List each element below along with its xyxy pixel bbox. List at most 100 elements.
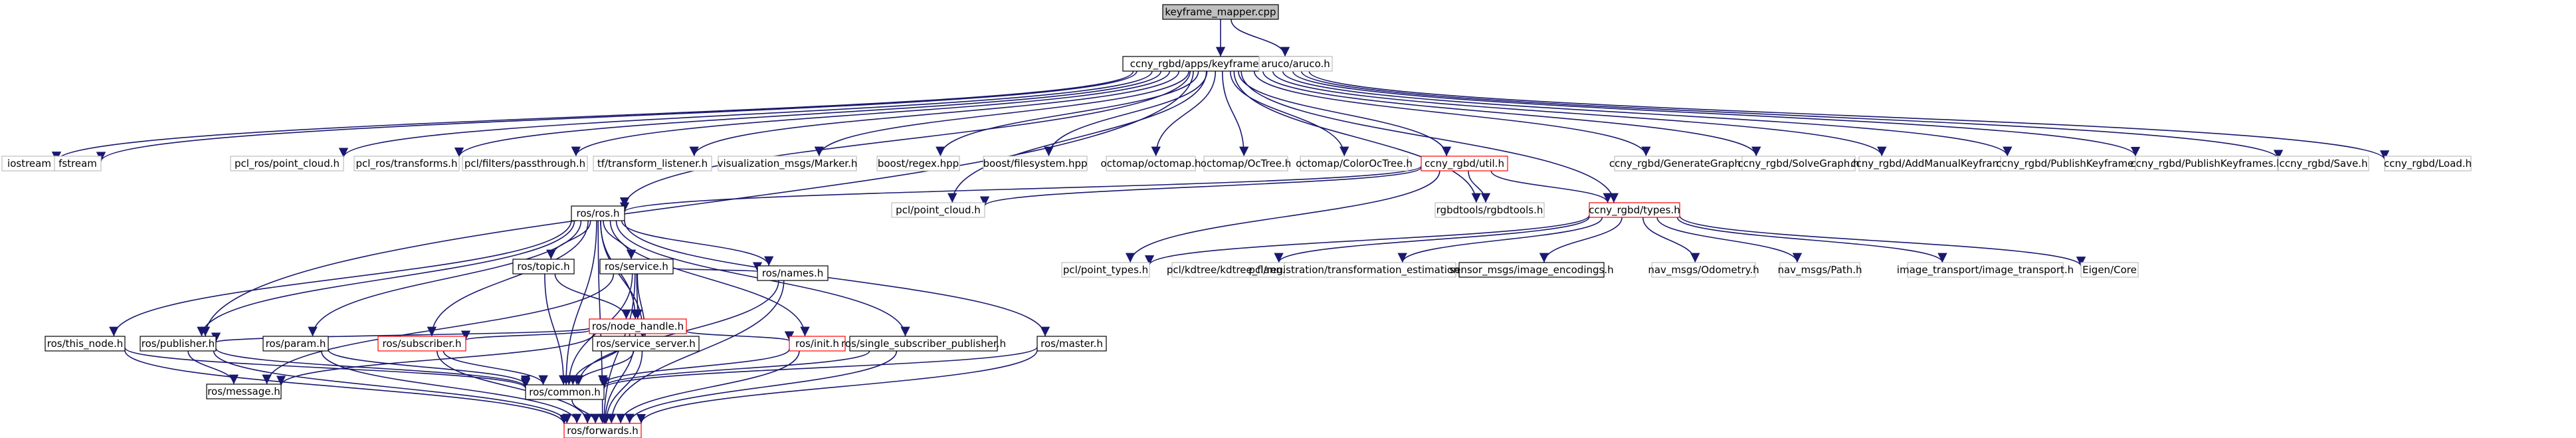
edge-ros_nh-to-ros_init: [686, 330, 794, 342]
node-ros_subscriber[interactable]: ros/subscriber.h: [377, 336, 466, 352]
node-octree[interactable]: octomap/OcTree.h: [1201, 156, 1291, 171]
node-img_enc[interactable]: sensor_msgs/image_encodings.h: [1449, 262, 1614, 278]
node-pubkfs[interactable]: ccny_rgbd/PublishKeyframes.h: [2130, 156, 2283, 171]
edge-ros_nh-to-ros_subscriber: [461, 330, 590, 341]
edge-ros_ros-to-ros_topic: [546, 220, 591, 260]
node-ros_ssp[interactable]: ros/single_subscriber_publisher.h: [841, 336, 1006, 352]
node-box-ros_forwards: [563, 423, 642, 438]
node-load[interactable]: ccny_rgbd/Load.h: [2384, 156, 2472, 171]
node-octomap[interactable]: octomap/octomap.h: [1101, 156, 1201, 171]
node-ros_ros[interactable]: ros/ros.h: [571, 205, 625, 221]
edge-kfm_h-to-pubkfs: [1292, 70, 2140, 157]
node-aruco[interactable]: aruco/aruco.h: [1258, 56, 1333, 72]
edge-types-to-img_enc: [1539, 217, 1623, 263]
node-label-octomap: octomap/octomap.h: [1101, 158, 1201, 169]
node-solvegraph[interactable]: ccny_rgbd/SolveGraph.h: [1737, 156, 1860, 171]
edge-ros_publisher-to-ros_common: [215, 348, 530, 387]
edge-kfm_h-to-pcl_ros_tf: [454, 70, 1161, 158]
node-label-ros_topic: ros/topic.h: [517, 261, 569, 273]
node-label-eigen: Eigen/Core: [2082, 264, 2137, 276]
node-boost_fs[interactable]: boost/filesystem.hpp: [983, 156, 1088, 171]
node-box-coloroctree: [1300, 156, 1409, 171]
node-coloroctree[interactable]: octomap/ColorOcTree.h: [1296, 156, 1413, 171]
node-ros_srv_server[interactable]: ros/service_server.h: [592, 336, 700, 352]
node-odom[interactable]: nav_msgs/Odometry.h: [1648, 262, 1759, 278]
node-label-ros_names: ros/names.h: [762, 267, 824, 279]
node-img_transport[interactable]: image_transport/image_transport.h: [1897, 262, 2074, 278]
node-box-ros_srv_server: [592, 336, 700, 352]
node-addmanual[interactable]: ccny_rgbd/AddManualKeyframe.h: [1850, 156, 2018, 171]
node-label-boost_fs: boost/filesystem.hpp: [983, 158, 1087, 169]
node-tf_listener[interactable]: tf/transform_listener.h: [593, 156, 712, 171]
edge-types-to-path: [1656, 217, 1803, 263]
node-pcl_ros_pc[interactable]: pcl_ros/point_cloud.h: [230, 156, 344, 171]
node-box-ros_service: [599, 259, 674, 274]
node-label-rostools: rgbdtools/rgbdtools.h: [1437, 204, 1543, 216]
node-label-coloroctree: octomap/ColorOcTree.h: [1296, 158, 1413, 169]
node-eigen[interactable]: Eigen/Core: [2080, 262, 2139, 278]
node-fstream[interactable]: fstream: [54, 156, 102, 171]
node-util[interactable]: ccny_rgbd/util.h: [1421, 156, 1508, 171]
node-label-ros_ros: ros/ros.h: [577, 207, 620, 219]
node-rostools[interactable]: rgbdtools/rgbdtools.h: [1435, 202, 1545, 218]
node-ros_topic[interactable]: ros/topic.h: [512, 259, 575, 274]
node-box-ros_master: [1037, 336, 1107, 352]
node-ros_param[interactable]: ros/param.h: [262, 336, 329, 352]
edge-kfm_h-to-ros_ros: [619, 70, 1191, 207]
edge-ros_master-to-ros_forwards: [636, 350, 1038, 424]
node-pcl_reg[interactable]: pcl/registration/transformation_estimati…: [1248, 262, 1492, 278]
node-label-ros_message: ros/message.h: [207, 385, 280, 397]
node-root[interactable]: keyframe_mapper.cpp: [1162, 4, 1279, 20]
node-ros_this_node[interactable]: ros/this_node.h: [45, 336, 126, 352]
node-ros_nh[interactable]: ros/node_handle.h: [589, 318, 687, 334]
edge-ros_ssp-to-ros_forwards: [625, 350, 898, 424]
node-label-odom: nav_msgs/Odometry.h: [1648, 264, 1759, 276]
node-ros_service[interactable]: ros/service.h: [599, 259, 674, 274]
node-ros_forwards[interactable]: ros/forwards.h: [563, 423, 642, 438]
node-pcl_kdtree[interactable]: pcl/kdtree/kdtree_flann.h: [1167, 262, 1292, 278]
node-ros_common[interactable]: ros/common.h: [525, 384, 605, 400]
node-ros_message[interactable]: ros/message.h: [206, 383, 282, 399]
node-pcl_pass[interactable]: pcl/filters/passthrough.h: [462, 156, 588, 171]
node-label-gengraph: ccny_rgbd/GenerateGraph.h: [1609, 158, 1750, 170]
edge-kfm_h-to-types: [1240, 70, 1619, 203]
edge-kfm_h-to-tf_listener: [689, 70, 1180, 157]
edge-kfm_h-to-iostream: [52, 70, 1134, 162]
node-label-ros_this_node: ros/this_node.h: [47, 338, 123, 350]
edge-types-to-pcl_reg: [1397, 217, 1603, 263]
node-label-pcl_point_types: pcl/point_types.h: [1063, 264, 1148, 276]
edge-ros_topic-to-ros_common: [544, 273, 569, 385]
node-pcl_ros_tf[interactable]: pcl_ros/transforms.h: [353, 156, 460, 171]
edge-kfm_h-to-gengraph: [1253, 70, 1651, 157]
node-pubkf[interactable]: ccny_rgbd/PublishKeyframe.h: [1996, 156, 2143, 171]
node-path[interactable]: nav_msgs/Path.h: [1777, 262, 1862, 278]
edge-types-to-img_transport: [1676, 217, 1947, 263]
edge-kfm_h-to-pcl_pc: [947, 70, 1207, 203]
node-box-octomap: [1106, 156, 1196, 171]
node-ros_init[interactable]: ros/init.h: [789, 336, 846, 352]
node-ros_names[interactable]: ros/names.h: [757, 265, 829, 281]
node-boost_regex[interactable]: boost/regex.hpp: [876, 156, 960, 171]
node-label-pcl_ros_tf: pcl_ros/transforms.h: [356, 158, 458, 170]
dependency-nodes: keyframe_mapper.cppccny_rgbd/apps/keyfra…: [1, 4, 2472, 438]
node-box-ros_param: [262, 336, 329, 352]
node-pcl_pc[interactable]: pcl/point_cloud.h: [891, 202, 985, 218]
node-iostream[interactable]: iostream: [1, 156, 57, 171]
node-ros_publisher[interactable]: ros/publisher.h: [140, 336, 217, 352]
node-vis_marker[interactable]: visualization_msgs/Marker.h: [718, 156, 858, 171]
edge-kfm_h-to-coloroctree: [1229, 70, 1349, 157]
node-label-img_enc: sensor_msgs/image_encodings.h: [1449, 264, 1613, 276]
node-label-ros_subscriber: ros/subscriber.h: [383, 338, 462, 350]
edge-ros_ros-to-ros_init: [609, 220, 810, 337]
node-types[interactable]: ccny_rgbd/types.h: [1589, 202, 1680, 218]
node-box-ros_this_node: [45, 336, 126, 352]
node-ros_master[interactable]: ros/master.h: [1037, 336, 1107, 352]
edge-ros_publisher-to-ros_forwards: [213, 350, 572, 424]
node-gengraph[interactable]: ccny_rgbd/GenerateGraph.h: [1609, 156, 1750, 171]
node-box-pcl_pc: [891, 202, 985, 218]
node-label-solvegraph: ccny_rgbd/SolveGraph.h: [1737, 158, 1859, 170]
node-pcl_point_types[interactable]: pcl/point_types.h: [1061, 262, 1150, 278]
node-save[interactable]: ccny_rgbd/Save.h: [2278, 156, 2369, 171]
node-label-ros_service: ros/service.h: [605, 261, 668, 273]
